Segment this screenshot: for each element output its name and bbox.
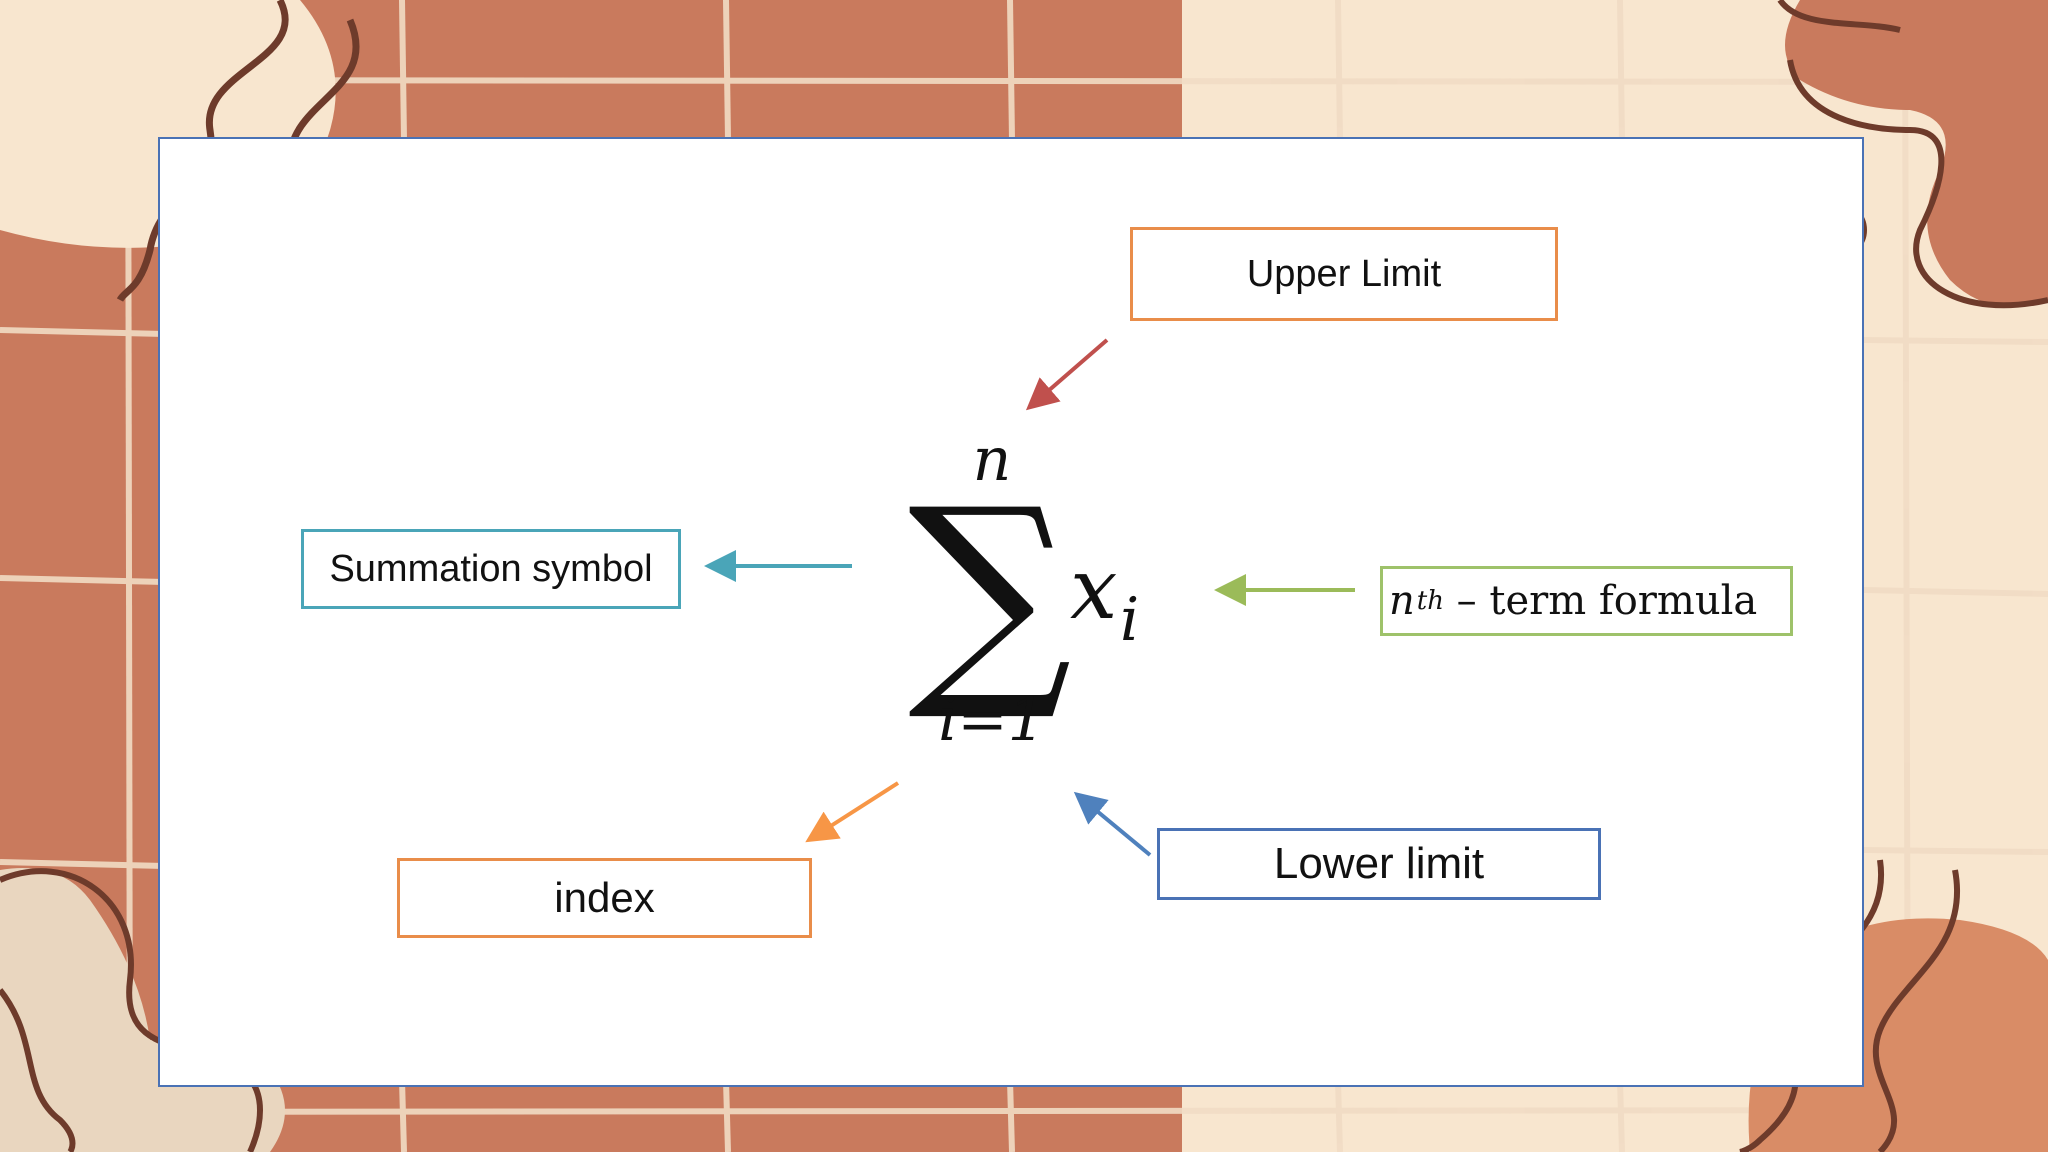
lower-limit-label: Lower limit	[1157, 828, 1601, 900]
nth-term-rest: – term formula	[1443, 578, 1758, 624]
nth-term-base: n	[1389, 578, 1415, 624]
upper-limit-label: Upper Limit	[1130, 227, 1558, 321]
nth-term-superscript: th	[1416, 586, 1444, 616]
summation-symbol-label: Summation symbol	[301, 529, 681, 609]
index-label: index	[397, 858, 812, 938]
